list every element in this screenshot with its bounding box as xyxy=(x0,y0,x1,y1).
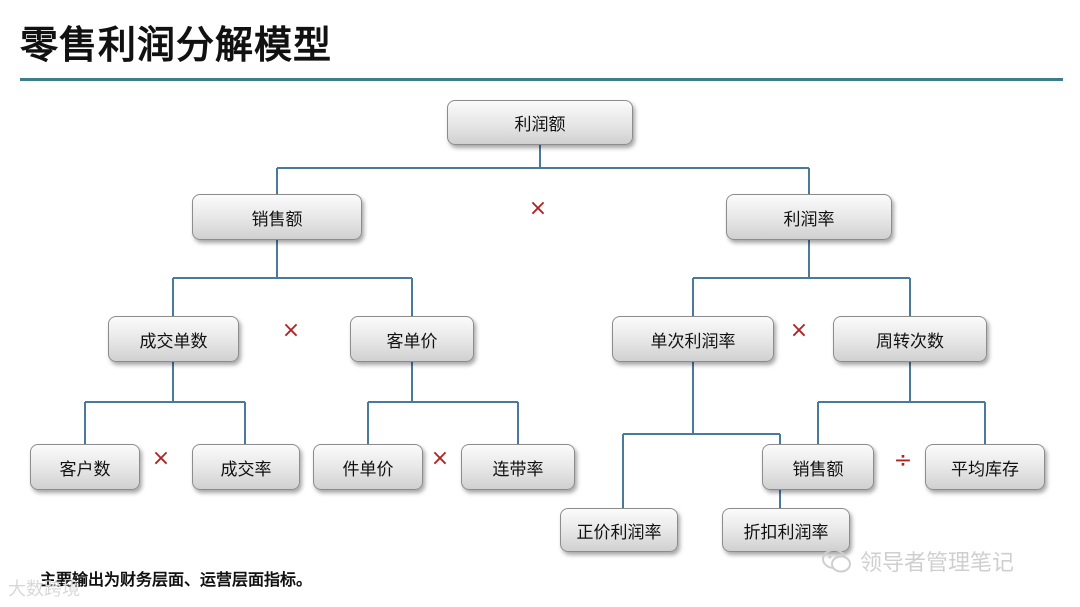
node-avg-order: 客单价 xyxy=(350,316,474,362)
divide-operator: ÷ xyxy=(893,448,913,473)
connector-turnover xyxy=(817,362,986,444)
node-orders: 成交单数 xyxy=(108,316,239,362)
connector-margin xyxy=(692,240,911,316)
connector-unit-margin xyxy=(622,362,781,508)
multiply-operator: × xyxy=(281,318,301,343)
connector-profit xyxy=(276,145,810,194)
watermark-left: 大数跨境 xyxy=(8,579,80,600)
multiply-operator: × xyxy=(789,318,809,343)
footnote: 主要输出为财务层面、运营层面指标。 xyxy=(40,570,313,589)
wechat-icon xyxy=(822,548,852,574)
node-conversion: 成交率 xyxy=(192,444,300,490)
multiply-operator: × xyxy=(430,446,450,471)
title-divider xyxy=(20,78,1063,81)
node-profit: 利润额 xyxy=(447,100,633,145)
node-avg-inventory: 平均库存 xyxy=(925,444,1045,490)
connector-avg-order xyxy=(367,362,519,444)
node-unit-price: 件单价 xyxy=(313,444,423,490)
watermark-right-text: 领导者管理笔记 xyxy=(860,551,1015,576)
connector-sales xyxy=(172,240,413,316)
page-title: 零售利润分解模型 xyxy=(20,23,333,67)
node-sales-2: 销售额 xyxy=(762,444,874,490)
node-full-price-margin: 正价利润率 xyxy=(560,508,678,552)
node-sales: 销售额 xyxy=(192,194,362,240)
node-discount-margin: 折扣利润率 xyxy=(722,508,850,552)
multiply-operator: × xyxy=(151,446,171,471)
node-margin: 利润率 xyxy=(726,194,892,240)
node-unit-margin: 单次利润率 xyxy=(612,316,774,362)
node-attach-rate: 连带率 xyxy=(461,444,575,490)
watermark-right: 领导者管理笔记 xyxy=(822,545,1014,577)
node-customers: 客户数 xyxy=(30,444,140,490)
multiply-operator: × xyxy=(528,196,548,221)
connector-orders xyxy=(84,362,246,444)
node-turnover: 周转次数 xyxy=(833,316,987,362)
